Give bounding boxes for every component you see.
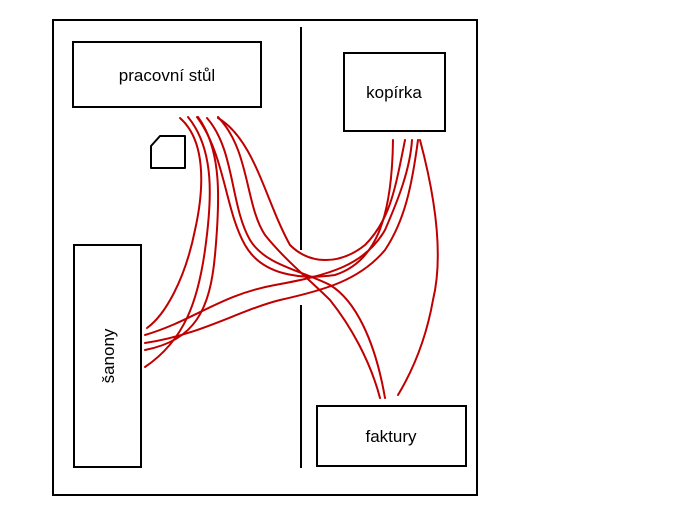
- folders-label: šanony: [99, 328, 118, 383]
- copier-box: kopírka: [343, 52, 446, 132]
- desk-rect: [72, 41, 262, 108]
- path-desk-to-invoices-2: [217, 116, 381, 399]
- invoices-label: faktury: [365, 427, 417, 446]
- copier-rect: [343, 52, 446, 132]
- desk-label: pracovní stůl: [119, 66, 215, 85]
- room-outline: [52, 19, 478, 496]
- path-desk-to-copier-2: [217, 117, 406, 261]
- path-folders-to-copier-2: [144, 139, 419, 344]
- walking-paths: [144, 116, 439, 399]
- copier-label: kopírka: [366, 83, 422, 102]
- path-desk-to-copier-1: [196, 116, 394, 278]
- desk-box: pracovní stůl: [72, 41, 262, 108]
- folders-box: šanony: [73, 244, 142, 468]
- invoices-rect: [316, 405, 467, 467]
- folders-rect: [73, 244, 142, 468]
- path-folders-to-copier-1: [144, 139, 413, 336]
- invoices-box: faktury: [316, 405, 467, 467]
- path-desk-to-folders-1: [146, 117, 203, 329]
- path-desk-to-invoices-1: [206, 117, 386, 399]
- chair-icon: [150, 135, 186, 169]
- path-copier-to-invoices: [397, 139, 439, 396]
